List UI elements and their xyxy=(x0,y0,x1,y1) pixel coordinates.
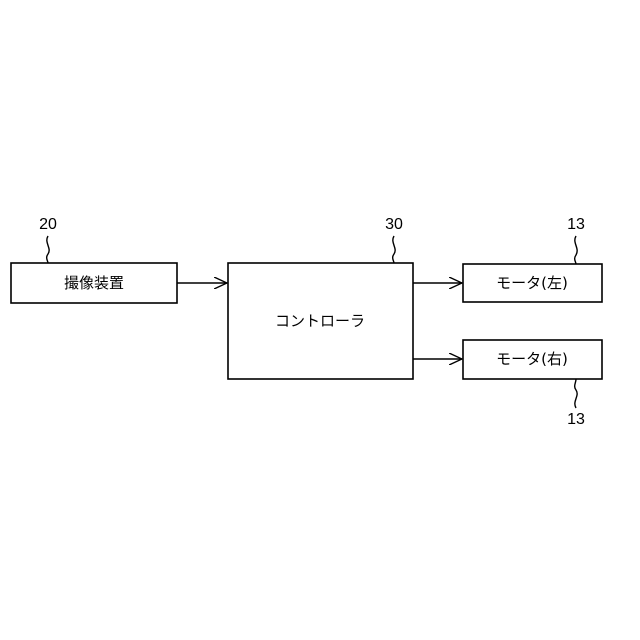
motor-right-leader-line xyxy=(575,379,577,408)
controller-block: コントローラ xyxy=(228,263,413,379)
controller-ref-number: 30 xyxy=(385,216,403,233)
motor-right-ref-number: 13 xyxy=(567,411,585,428)
motor-left-leader-line xyxy=(575,236,577,264)
motor-left-label: モータ(左) xyxy=(496,274,568,292)
motor-left-block: モータ(左) xyxy=(463,264,602,302)
imaging-device-leader-line xyxy=(47,236,49,263)
imaging-device-ref-number: 20 xyxy=(39,216,57,233)
imaging-device-label: 撮像装置 xyxy=(64,274,124,292)
imaging-device-block: 撮像装置 xyxy=(11,263,177,303)
motor-right-block: モータ(右) xyxy=(463,340,602,379)
controller-leader-line xyxy=(393,236,395,263)
motor-left-ref-number: 13 xyxy=(567,216,585,233)
motor-right-label: モータ(右) xyxy=(496,350,568,368)
controller-label: コントローラ xyxy=(275,312,365,330)
